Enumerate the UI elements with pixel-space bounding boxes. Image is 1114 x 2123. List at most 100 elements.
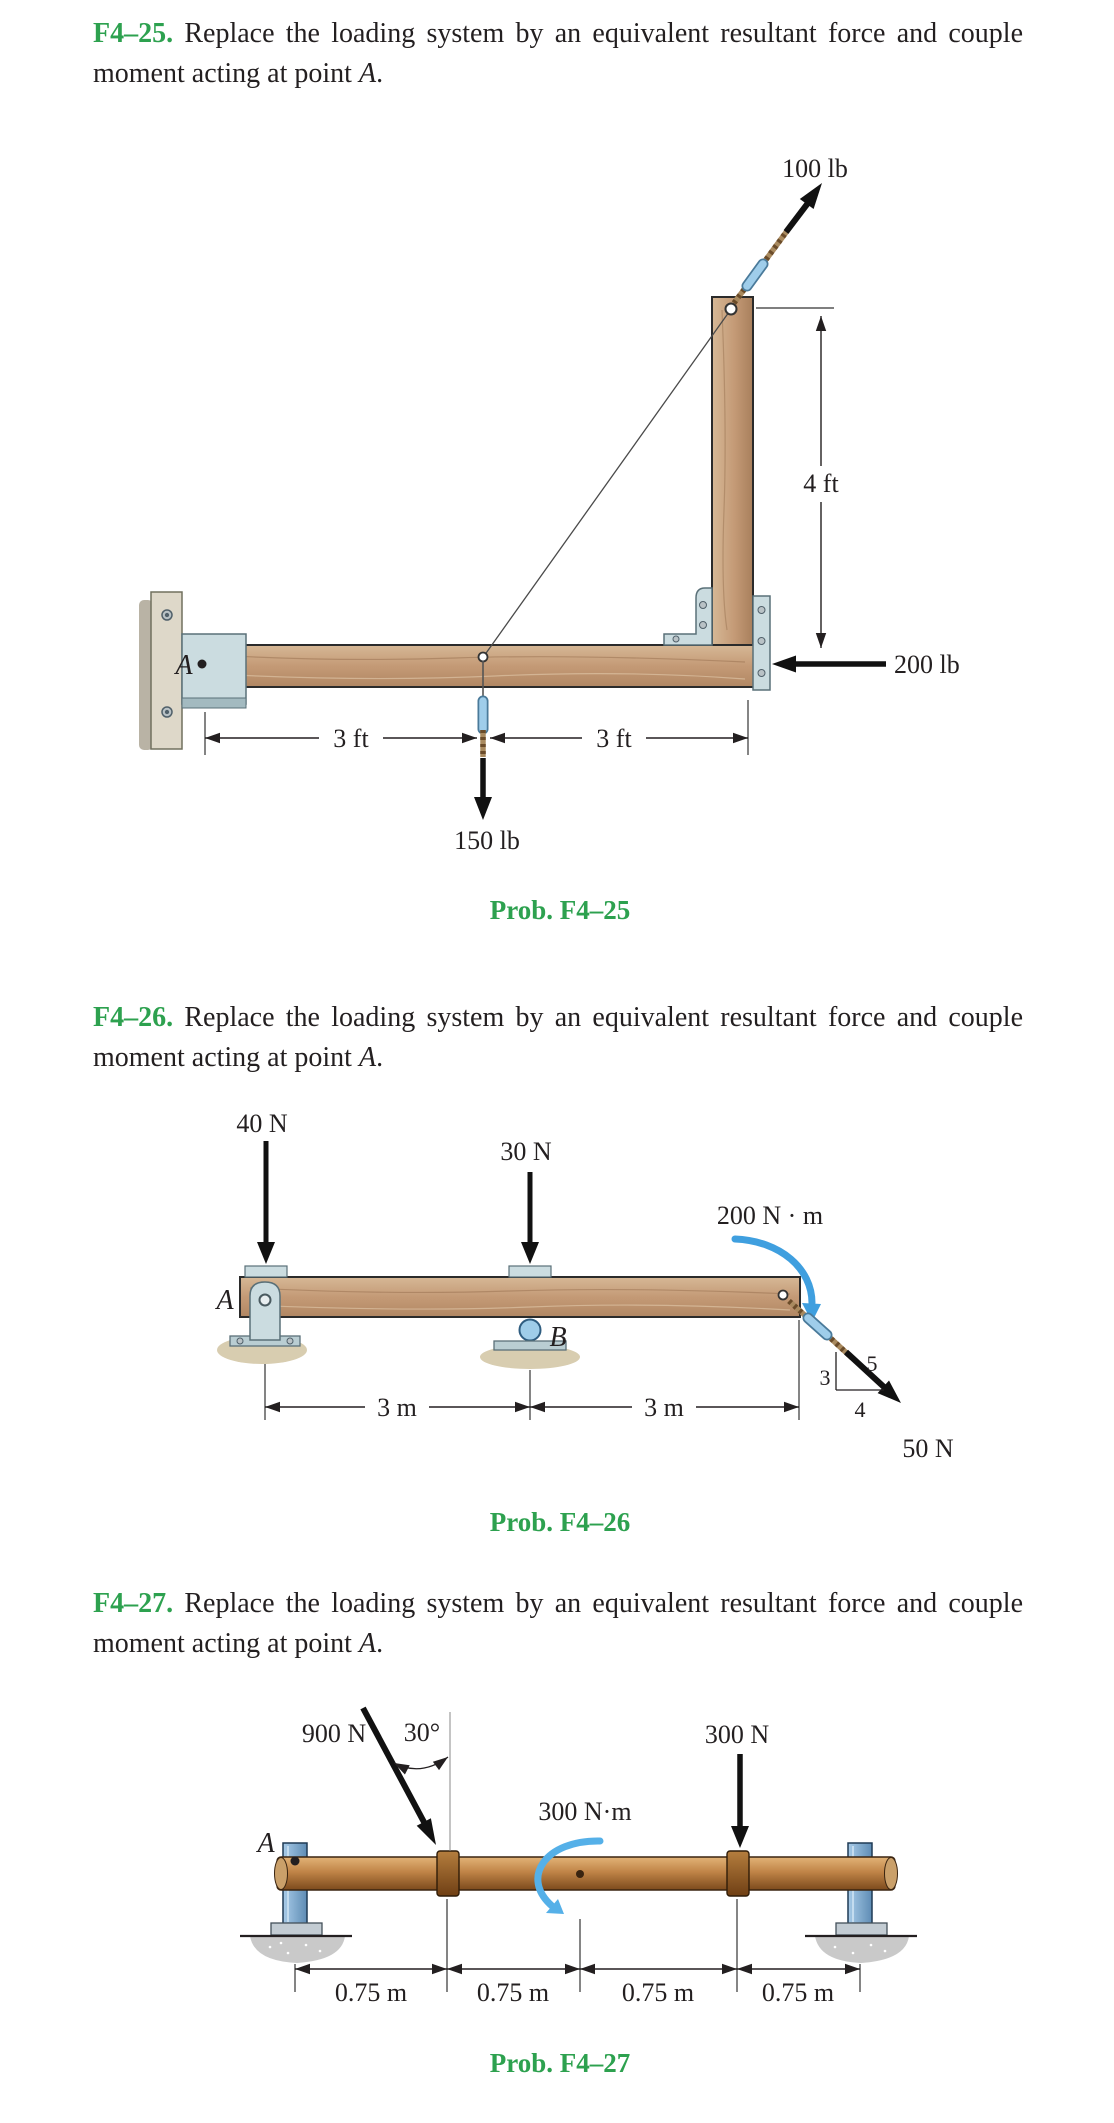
shaft	[274, 1850, 898, 1897]
problem-number-f4-26: F4–26.	[93, 1002, 174, 1033]
beam-pocket-lip	[181, 697, 247, 709]
slope-triangle: 3 4 5	[820, 1351, 884, 1422]
point-a-dot	[197, 659, 207, 669]
force-arrow-150lb	[474, 758, 492, 820]
force-label-50n: 50 N	[902, 1434, 954, 1463]
shaft-collar-right	[726, 1850, 750, 1897]
moment-label-300nm: 300 N·m	[538, 1797, 631, 1826]
problem-number-f4-27: F4–27.	[93, 1588, 174, 1619]
point-a-dot	[290, 1856, 300, 1866]
problem-number-f4-25: F4–25.	[93, 18, 174, 49]
dimension-4ft: 4 ft	[756, 307, 847, 648]
dim-label-075-2: 0.75 m	[477, 1978, 549, 2007]
force-label-900n: 900 N	[302, 1719, 367, 1748]
angle-arc	[393, 1756, 449, 1775]
moment-label-200nm: 200 N · m	[717, 1201, 823, 1230]
rope-100lb	[731, 229, 790, 305]
statement-text-f4-27: Replace the loading system by an equival…	[93, 1588, 1023, 1659]
slope-label-3: 3	[820, 1365, 831, 1390]
statement-period-f4-27: .	[376, 1628, 384, 1659]
force-arrow-40n	[257, 1141, 275, 1264]
figure-f4-27: A 900 N 30° 300 N 300 N·m	[240, 1706, 917, 2078]
beam	[239, 1276, 801, 1318]
dim-label-075-1: 0.75 m	[335, 1978, 407, 2007]
point-a-label: A	[214, 1285, 234, 1316]
wood-grain	[214, 673, 746, 680]
force-arrow-50n	[843, 1349, 901, 1403]
angle-label-30deg: 30°	[404, 1718, 440, 1747]
caption-f4-25: Prob. F4–25	[490, 895, 631, 925]
ground-pad-b	[480, 1345, 580, 1369]
point-label-f4-25: A	[358, 58, 377, 89]
wall-bolts	[161, 609, 173, 718]
diagonal-cable	[483, 311, 730, 657]
end-plate-right	[752, 595, 771, 691]
force-label-100lb: 100 lb	[782, 154, 848, 183]
beam-pocket-bracket	[181, 633, 247, 705]
point-label-f4-26: A	[358, 1042, 377, 1073]
slope-label-4: 4	[855, 1397, 866, 1422]
shaft-center-dot	[576, 1870, 584, 1878]
moment-arrow-200nm	[731, 1235, 821, 1322]
wall-shadow	[139, 600, 153, 750]
dimension-3ft-row: 3 ft 3 ft	[204, 700, 749, 755]
moment-arrow-300nm	[534, 1837, 604, 1914]
shaft-collar-left	[436, 1850, 460, 1897]
roller-support-b	[493, 1318, 567, 1351]
beam-mid-ring	[477, 651, 489, 663]
force-arrow-100lb	[783, 183, 822, 234]
point-a-label: A	[255, 1828, 275, 1859]
post-top-ring	[724, 302, 738, 316]
problem-f4-26-statement: F4–26. Replace the loading system by an …	[93, 998, 1023, 1078]
dim-label-075-3: 0.75 m	[622, 1978, 694, 2007]
corner-bracket-left	[663, 587, 713, 646]
point-b-label: B	[549, 1322, 566, 1353]
caption-f4-26: Prob. F4–26	[490, 1507, 631, 1537]
roller	[518, 1318, 542, 1342]
load-pad-30n	[508, 1265, 552, 1278]
force-label-300n: 300 N	[705, 1720, 770, 1749]
dimension-row: 0.75 m 0.75 m 0.75 m 0.75 m	[294, 1899, 861, 2007]
dim-label-4ft: 4 ft	[803, 469, 839, 498]
statement-text-f4-26: Replace the loading system by an equival…	[93, 1002, 1023, 1073]
statement-text-f4-25: Replace the loading system by an equival…	[93, 18, 1023, 89]
dim-label-3ft-right: 3 ft	[596, 724, 632, 753]
ground-blob	[815, 1936, 909, 1963]
force-arrow-30n	[521, 1172, 539, 1264]
force-label-200lb: 200 lb	[894, 650, 960, 679]
dim-label-3m-right: 3 m	[644, 1393, 684, 1422]
figure-f4-25: A	[139, 154, 960, 925]
slope-label-5: 5	[867, 1351, 878, 1376]
point-a-label: A	[173, 650, 193, 681]
wood-grain	[214, 654, 746, 663]
shaft-end-cap-right	[884, 1857, 898, 1890]
problem-f4-27-statement: F4–27. Replace the loading system by an …	[93, 1584, 1023, 1664]
pin-hole	[258, 1293, 272, 1307]
point-label-f4-27: A	[358, 1628, 377, 1659]
statement-period-f4-25: .	[376, 58, 384, 89]
dimension-3m-row: 3 m 3 m	[264, 1320, 800, 1423]
force-label-30n: 30 N	[500, 1137, 552, 1166]
shaft-end-cap-left	[274, 1857, 288, 1890]
force-arrow-200lb	[772, 655, 886, 673]
dim-label-075-4: 0.75 m	[762, 1978, 834, 2007]
ground-blob	[250, 1936, 345, 1963]
force-label-40n: 40 N	[236, 1109, 288, 1138]
dim-label-3m-left: 3 m	[377, 1393, 417, 1422]
dim-label-3ft-left: 3 ft	[333, 724, 369, 753]
statement-period-f4-26: .	[376, 1042, 384, 1073]
caption-f4-27: Prob. F4–27	[490, 2048, 631, 2078]
force-label-150lb: 150 lb	[454, 826, 520, 855]
ground-speckles	[833, 1943, 887, 1955]
figure-f4-26: A B 40 N 30 N 200 N · m	[214, 1109, 954, 1537]
force-arrow-300n	[731, 1754, 749, 1848]
horizontal-beam	[204, 644, 758, 688]
ground-speckles	[268, 1941, 322, 1955]
wood-grain	[721, 309, 728, 631]
wood-grain	[249, 1287, 791, 1295]
pin-support-a	[229, 1281, 301, 1347]
problem-f4-25-statement: F4–25. Replace the loading system by an …	[93, 14, 1023, 94]
vertical-post	[711, 296, 754, 646]
load-pad-40n	[244, 1265, 288, 1278]
